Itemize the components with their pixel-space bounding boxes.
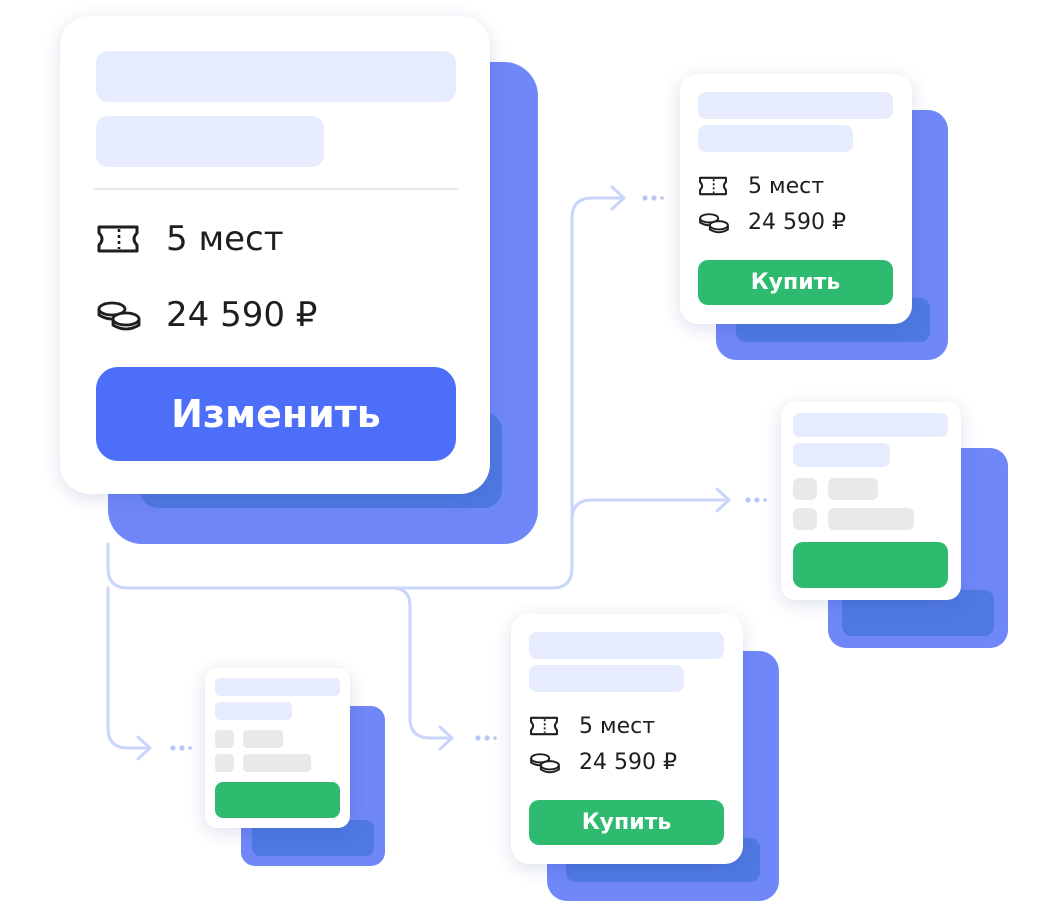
- placeholder-subtitle-bar: [793, 443, 890, 467]
- ellipsis-dot: [188, 746, 192, 750]
- ellipsis-dot: [484, 735, 490, 741]
- buy-button-placeholder[interactable]: [215, 782, 340, 818]
- connector-down-left: [106, 586, 152, 750]
- ticket-icon: [530, 716, 558, 736]
- ellipsis-dot: [170, 745, 176, 751]
- coins-icon: [97, 301, 141, 331]
- placeholder-icon-block: [793, 508, 817, 530]
- price-text: 24 590 ₽: [748, 209, 846, 235]
- bottom-center-card: 5 мест 24 590 ₽ Купить: [511, 614, 743, 864]
- coins-icon: [699, 212, 729, 233]
- card-divider: [94, 188, 458, 190]
- seats-text: 5 мест: [579, 713, 656, 739]
- placeholder-subtitle-bar: [96, 116, 324, 167]
- seats-text: 5 мест: [166, 219, 284, 259]
- arrow-head-bottom-left: [136, 735, 152, 761]
- ellipsis-dot: [763, 498, 767, 502]
- seats-text: 5 мест: [748, 173, 825, 199]
- main-card: 5 мест 24 590 ₽ Изменить: [60, 16, 490, 494]
- ellipsis-dot: [651, 195, 657, 201]
- placeholder-title-bar: [215, 678, 340, 696]
- buy-button[interactable]: Купить: [529, 800, 724, 845]
- connector-down-center: [390, 586, 454, 740]
- bottom-left-card: [205, 668, 350, 828]
- ellipsis-dot: [493, 736, 497, 740]
- placeholder-text-block: [828, 508, 914, 530]
- placeholder-icon-block: [215, 730, 234, 748]
- arrow-head-middle-right: [715, 487, 731, 513]
- connector-to-middle-right: [570, 498, 730, 522]
- ellipsis-dot: [179, 745, 185, 751]
- ellipsis-dot: [660, 196, 664, 200]
- change-button[interactable]: Изменить: [96, 367, 456, 461]
- seats-row: 5 мест: [96, 216, 284, 262]
- placeholder-title-bar: [529, 632, 724, 659]
- top-right-card: 5 мест 24 590 ₽ Купить: [680, 74, 912, 324]
- ticket-icon: [97, 225, 139, 253]
- ellipsis-dot: [475, 735, 481, 741]
- connector-main-line: [106, 196, 624, 590]
- ellipsis-dot: [642, 195, 648, 201]
- placeholder-text-block: [828, 478, 878, 500]
- placeholder-title-bar: [793, 413, 948, 437]
- ellipsis-dot: [745, 497, 751, 503]
- placeholder-subtitle-bar: [698, 125, 853, 152]
- placeholder-icon-block: [793, 478, 817, 500]
- seats-row: 5 мест: [698, 172, 824, 200]
- middle-right-card: [781, 402, 961, 600]
- placeholder-icon-block: [215, 754, 234, 772]
- buy-button[interactable]: Купить: [698, 260, 893, 305]
- coins-icon: [530, 752, 560, 773]
- placeholder-text-block: [243, 754, 311, 772]
- ellipsis-dot: [754, 497, 760, 503]
- price-row: 24 590 ₽: [698, 208, 846, 236]
- price-text: 24 590 ₽: [579, 749, 677, 775]
- placeholder-text-block: [243, 730, 283, 748]
- placeholder-title-bar: [698, 92, 893, 119]
- ticket-icon: [699, 176, 727, 196]
- price-text: 24 590 ₽: [166, 295, 318, 335]
- price-row: 24 590 ₽: [529, 748, 677, 776]
- buy-button-placeholder[interactable]: [793, 542, 948, 588]
- price-row: 24 590 ₽: [96, 292, 317, 338]
- arrow-head-top-right: [610, 185, 626, 211]
- seats-row: 5 мест: [529, 712, 655, 740]
- placeholder-subtitle-bar: [215, 702, 292, 720]
- placeholder-subtitle-bar: [529, 665, 684, 692]
- arrow-head-bottom-center: [438, 725, 454, 751]
- placeholder-title-bar: [96, 51, 456, 102]
